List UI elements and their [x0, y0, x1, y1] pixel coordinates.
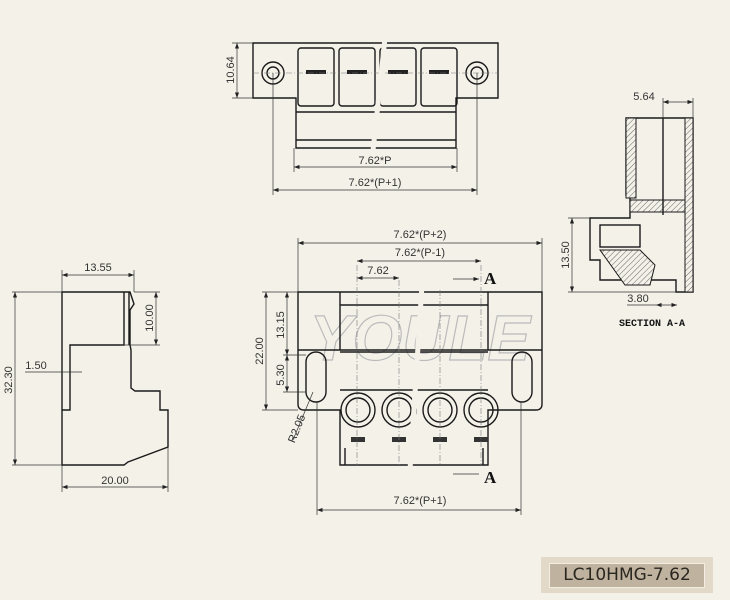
dim-lower-height: 5.30 — [275, 364, 287, 385]
title-block: LC10HMG-7.62 — [541, 557, 713, 593]
dim-section-offset: 3.80 — [627, 293, 648, 305]
part-number: LC10HMG-7.62 — [549, 563, 705, 588]
dim-pitch-total: 7.62*P — [358, 155, 391, 167]
side-view: 13.55 10.00 32.30 1.50 20.00 — [3, 262, 169, 492]
front-view: YOULE 7.62*(P+2) 7.62*(P-1) 7.62 A A 22.… — [254, 229, 543, 515]
dim-overall-width: 7.62*(P+2) — [394, 229, 447, 241]
dim-height: 22.00 — [254, 337, 266, 365]
dim-mount-span: 7.62*(P+1) — [394, 495, 447, 507]
dim-section-width: 5.64 — [633, 91, 654, 103]
dim-pitch-span: 7.62*(P-1) — [395, 247, 445, 259]
section-label: SECTION A-A — [619, 319, 685, 330]
section-marker-top: A — [484, 269, 497, 288]
dim-top-width: 13.55 — [84, 262, 112, 274]
dim-section-height: 13.50 — [560, 241, 572, 269]
section-marker-bottom: A — [484, 468, 497, 487]
dim-upper-height: 13.15 — [275, 311, 287, 339]
top-view: 10.64 7.62*P 7.62*(P+1) — [225, 37, 499, 195]
dim-step-height: 10.00 — [144, 304, 156, 332]
dim-top-height: 10.64 — [225, 56, 237, 84]
dim-wall: 1.50 — [25, 360, 46, 372]
dim-total-height: 32.30 — [3, 366, 15, 394]
section-view: 5.64 13.50 3.80 SECTION A-A — [560, 91, 694, 330]
dim-pitch: 7.62 — [367, 265, 388, 277]
dim-top-overall: 7.62*(P+1) — [349, 177, 402, 189]
dim-slot-radius: R2.05 — [286, 413, 308, 445]
dim-depth: 20.00 — [101, 475, 129, 487]
